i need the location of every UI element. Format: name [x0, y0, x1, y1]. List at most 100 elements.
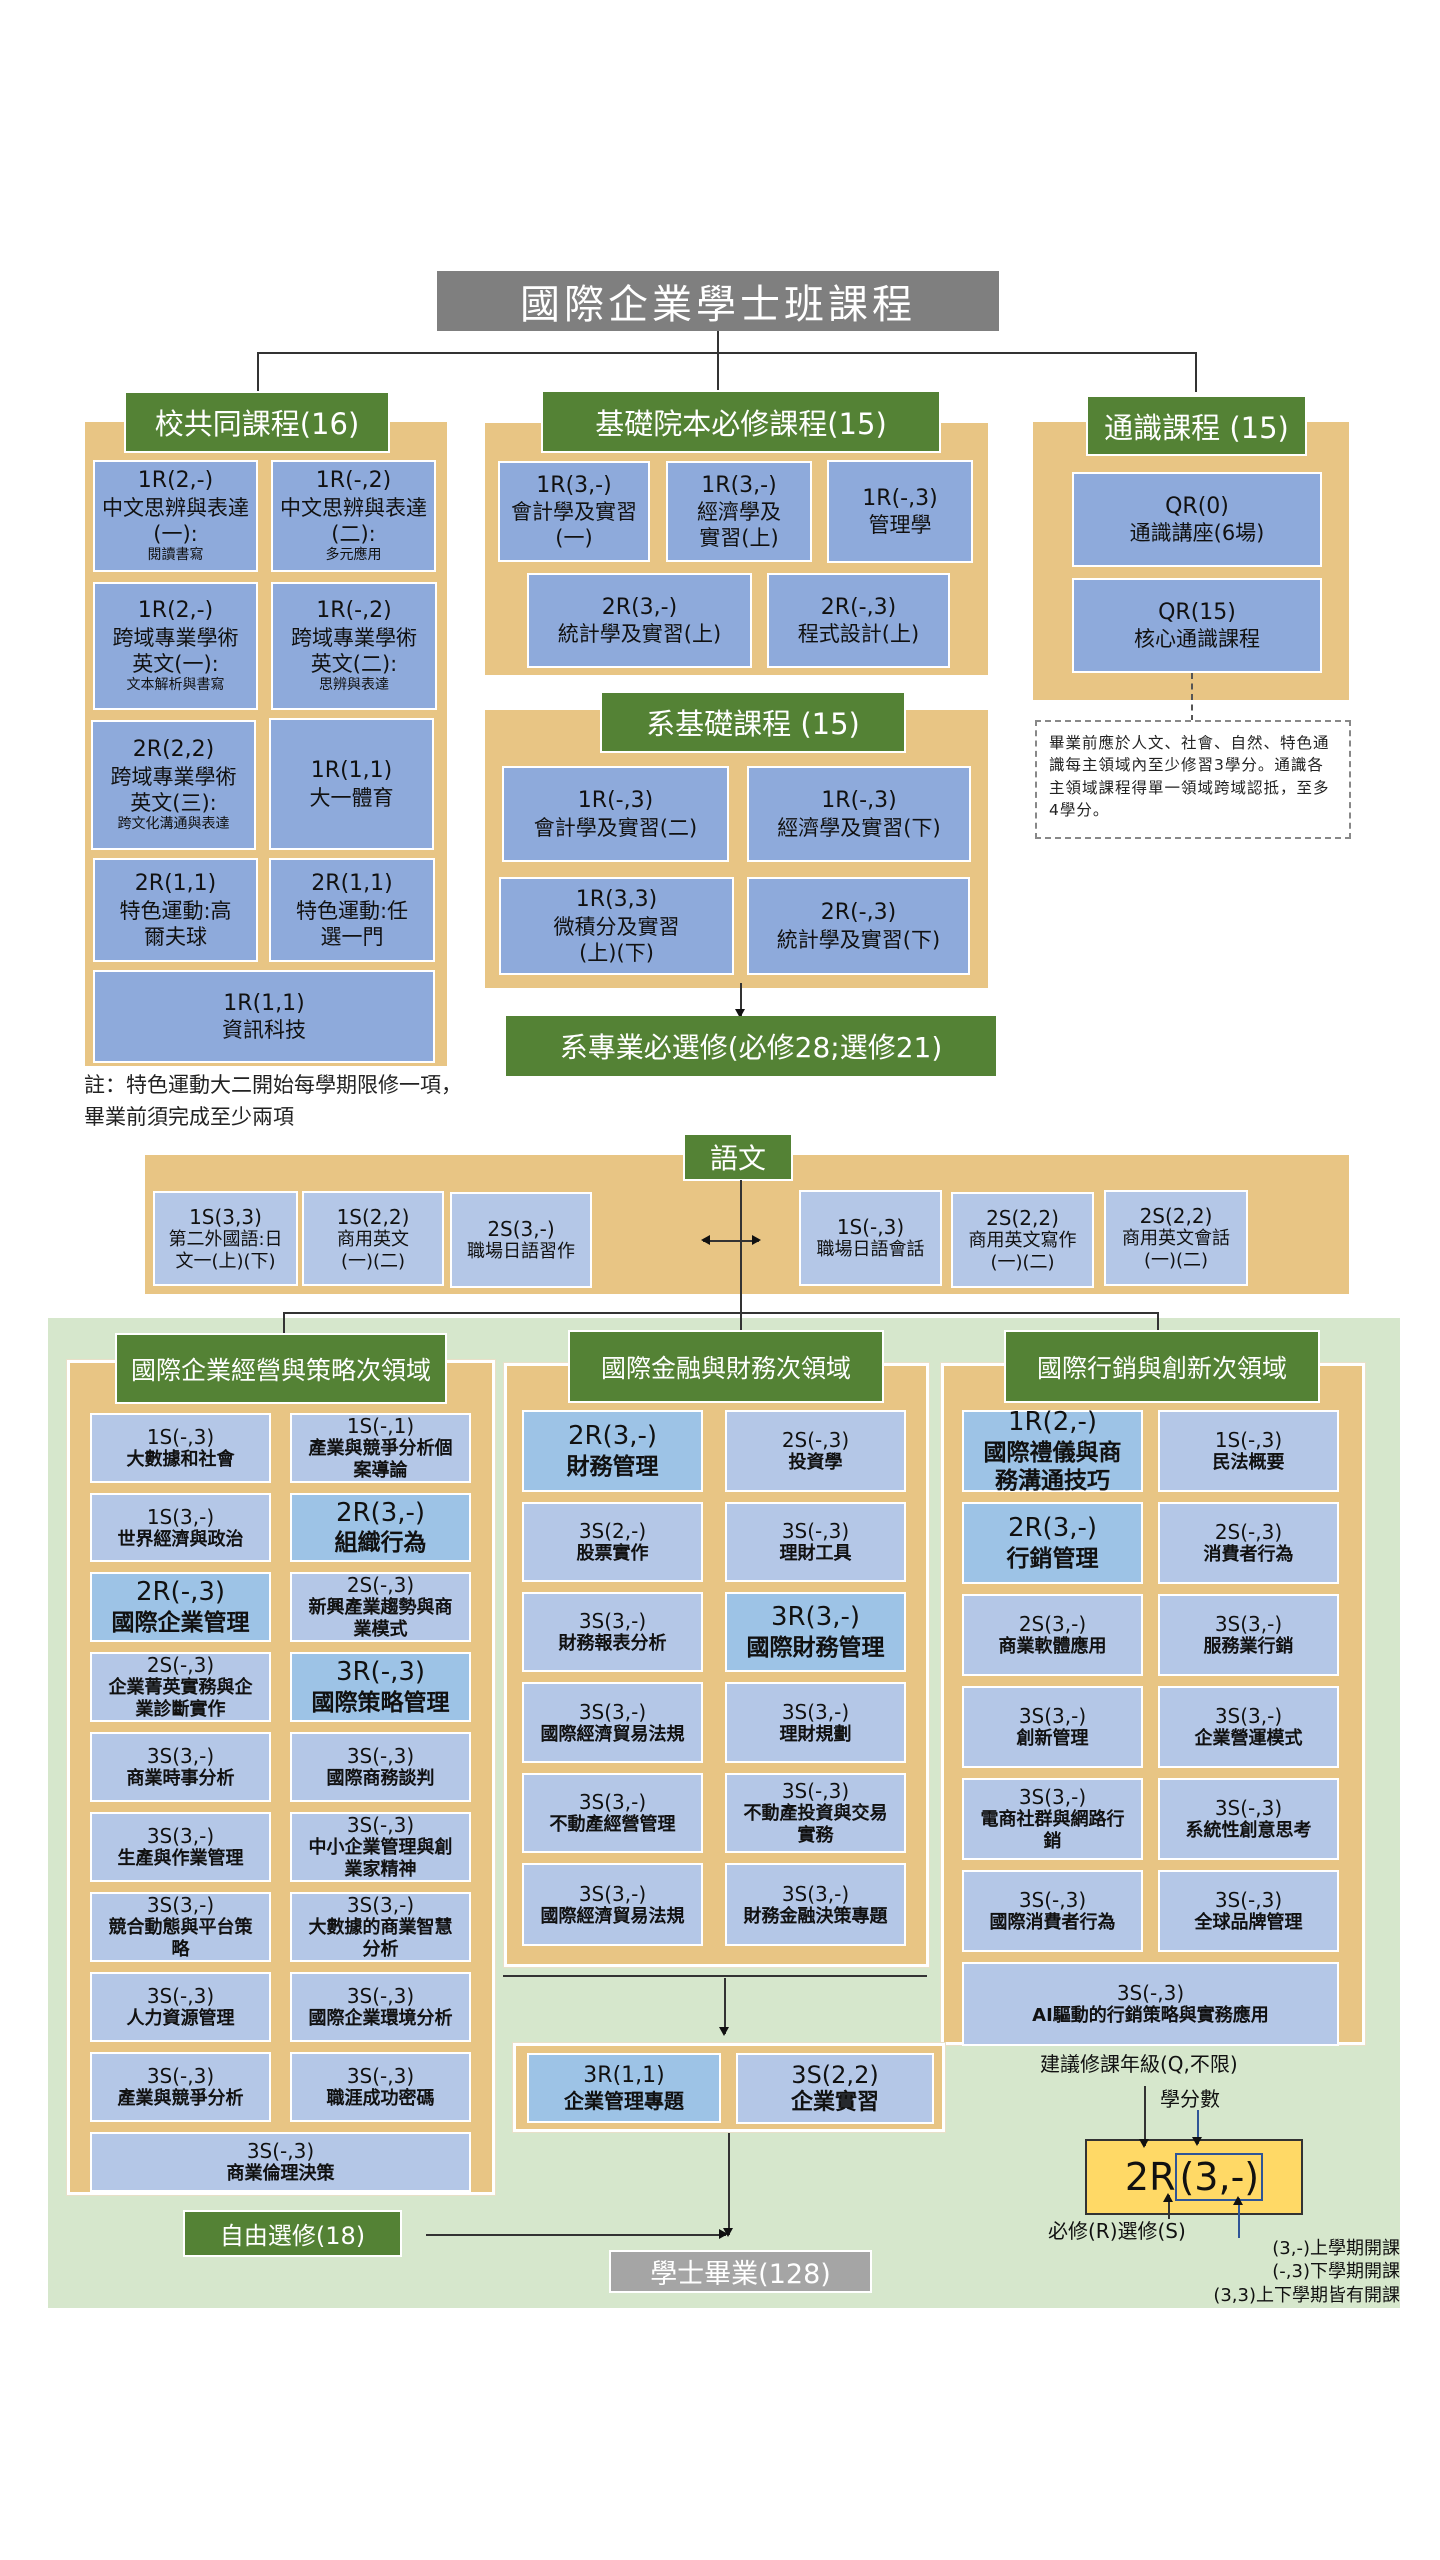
course-name: 統計學及實習(上) — [557, 622, 722, 647]
course-box[interactable]: 3S(-,3)國際企業環境分析 — [290, 1972, 471, 2042]
course-box[interactable]: 3S(3,-)企業營運模式 — [1158, 1686, 1339, 1768]
course-code: 1R(2,-) — [1007, 1407, 1098, 1437]
course-box[interactable]: 3S(3,-)財務報表分析 — [522, 1592, 703, 1672]
course-box[interactable]: 2R(-,3) 統計學及實習(下) — [747, 877, 970, 975]
course-sub: 思辨與表達 — [319, 677, 389, 694]
course-box[interactable]: 3S(3,-)國際經濟貿易法規 — [522, 1863, 703, 1946]
course-box[interactable]: 3S(-,3)系統性創意思考 — [1158, 1778, 1339, 1860]
course-name: 程式設計(上) — [797, 622, 920, 647]
course-box[interactable]: 2S(-,3)投資學 — [725, 1410, 906, 1492]
course-box[interactable]: 1R(1,1) 資訊科技 — [93, 970, 435, 1063]
course-box[interactable]: 3S(-,3)國際商務談判 — [290, 1732, 471, 1802]
course-box[interactable]: QR(15) 核心通識課程 — [1072, 578, 1322, 673]
course-box[interactable]: 3S(3,-)服務業行銷 — [1158, 1594, 1339, 1676]
course-name: 國際商務談判 — [326, 1768, 435, 1790]
course-code: 3S(3,-) — [1018, 1704, 1087, 1729]
course-code: 2R(-,3) — [820, 900, 897, 926]
course-box[interactable]: 1S(2,2) 商用英文(一)(二) — [302, 1191, 444, 1286]
course-box[interactable]: 2S(2,2) 商用英文會話(一)(二) — [1104, 1190, 1248, 1286]
course-box[interactable]: 1R(3,-) 經濟學及實習(上) — [666, 461, 812, 562]
course-box[interactable]: 1R(1,1) 大一體育 — [269, 718, 434, 850]
course-box[interactable]: 1S(3,3) 第二外國語:日文一(上)(下) — [153, 1191, 298, 1286]
course-box[interactable]: 2S(-,3)消費者行為 — [1158, 1502, 1339, 1584]
course-code: 3S(3,-) — [578, 1790, 647, 1815]
course-box[interactable]: 1R(-,2) 中文思辨與表達(二): 多元應用 — [271, 460, 436, 572]
course-box[interactable]: 2R(3,-)組織行為 — [290, 1493, 471, 1562]
course-box[interactable]: 1R(-,3) 會計學及實習(二) — [502, 766, 729, 862]
course-box[interactable]: 1R(-,3) 管理學 — [827, 460, 973, 563]
course-box[interactable]: 3R(1,1) 企業管理專題 — [527, 2053, 721, 2123]
course-box[interactable]: 3R(-,3)國際策略管理 — [290, 1652, 471, 1722]
legend-semester-line: (3,3)上下學期皆有開課 — [1213, 2284, 1400, 2306]
course-box[interactable]: QR(0) 通識講座(6場) — [1072, 472, 1322, 567]
course-box[interactable]: 3S(3,-)財務金融決策專題 — [725, 1863, 906, 1946]
course-box[interactable]: 2R(3,-)行銷管理 — [962, 1502, 1143, 1584]
course-code: 1S(3,3) — [189, 1204, 262, 1229]
course-box[interactable]: 3S(-,3)人力資源管理 — [90, 1972, 271, 2042]
course-code: 1R(2,-) — [137, 468, 214, 494]
course-box[interactable]: 1R(2,-) 中文思辨與表達(一): 閱讀書寫 — [93, 460, 258, 572]
course-box[interactable]: 2R(-,3)國際企業管理 — [90, 1572, 271, 1642]
course-name: 服務業行銷 — [1203, 1636, 1294, 1658]
course-box[interactable]: 3S(3,-)商業時事分析 — [90, 1732, 271, 1802]
course-box[interactable]: 2S(3,-)商業軟體應用 — [962, 1594, 1143, 1676]
course-name: AI驅動的行銷策略與實務應用 — [1032, 2005, 1269, 2027]
course-code: 2S(-,3) — [1214, 1520, 1283, 1545]
course-box[interactable]: 3S(3,-)大數據的商業智慧分析 — [290, 1892, 471, 1962]
page-title: 國際企業學士班課程 — [437, 271, 999, 331]
course-box[interactable]: 2S(-,3)企業菁英實務與企業診斷實作 — [90, 1652, 271, 1722]
course-code: 1R(-,3) — [577, 788, 654, 814]
course-name: 財務管理 — [566, 1453, 659, 1480]
course-box[interactable]: 3S(3,-)創新管理 — [962, 1686, 1143, 1768]
course-name: 第二外國語:日文一(上)(下) — [168, 1228, 283, 1272]
course-box[interactable]: 3S(3,-)生產與作業管理 — [90, 1812, 271, 1882]
course-box[interactable]: 3S(3,-)電商社群與網路行銷 — [962, 1778, 1143, 1860]
arrow — [1139, 2086, 1149, 2148]
course-box[interactable]: 3S(-,3)中小企業管理與創業家精神 — [290, 1812, 471, 1882]
course-box[interactable]: 2R(2,2) 跨域專業學術英文(三): 跨文化溝通與表達 — [91, 720, 256, 850]
course-box[interactable]: 3S(-,3)職涯成功密碼 — [290, 2052, 471, 2122]
course-box[interactable]: 2S(-,3)新興產業趨勢與商業模式 — [290, 1572, 471, 1642]
course-box[interactable]: 3S(-,3)理財工具 — [725, 1502, 906, 1582]
course-box[interactable]: 3S(-,3)產業與競爭分析 — [90, 2052, 271, 2122]
connector — [717, 331, 719, 391]
course-box[interactable]: 1R(3,3) 微積分及實習(上)(下) — [499, 877, 734, 975]
course-box[interactable]: 3S(-,3)商業倫理決策 — [90, 2132, 471, 2192]
course-box[interactable]: 2R(3,-)財務管理 — [522, 1410, 703, 1492]
course-box[interactable]: 1R(3,-) 會計學及實習(一) — [498, 461, 650, 562]
course-box[interactable]: 1S(-,3)民法概要 — [1158, 1410, 1339, 1492]
course-box[interactable]: 2R(3,-) 統計學及實習(上) — [527, 573, 752, 668]
course-box[interactable]: 3S(-,3)AI驅動的行銷策略與實務應用 — [962, 1962, 1339, 2046]
course-name: 系統性創意思考 — [1185, 1820, 1312, 1842]
course-box[interactable]: 2R(1,1) 特色運動:任選一門 — [269, 858, 435, 962]
course-box[interactable]: 1S(-,3) 職場日語會話 — [799, 1190, 942, 1286]
course-box[interactable]: 3S(3,-)國際經濟貿易法規 — [522, 1682, 703, 1763]
course-box[interactable]: 3R(3,-)國際財務管理 — [725, 1592, 906, 1672]
marketing-header: 國際行銷與創新次領域 — [1004, 1330, 1320, 1403]
course-box[interactable]: 2R(-,3) 程式設計(上) — [767, 573, 950, 668]
course-box[interactable]: 1S(-,1)產業與競爭分析個案導論 — [290, 1413, 471, 1483]
course-box[interactable]: 1S(3,-)世界經濟與政治 — [90, 1493, 271, 1562]
legend-credits-label: 學分數 — [1160, 2087, 1220, 2111]
course-box[interactable]: 3S(3,-)理財規劃 — [725, 1682, 906, 1763]
course-box[interactable]: 3S(2,-)股票實作 — [522, 1502, 703, 1582]
course-box[interactable]: 1R(-,2) 跨域專業學術英文(二): 思辨與表達 — [271, 582, 437, 710]
course-box[interactable]: 1R(2,-)國際禮儀與商務溝通技巧 — [962, 1407, 1143, 1494]
course-box[interactable]: 3S(-,3)國際消費者行為 — [962, 1870, 1143, 1952]
course-box[interactable]: 2S(3,-) 職場日語習作 — [450, 1192, 592, 1288]
course-box[interactable]: 3S(-,3)全球品牌管理 — [1158, 1870, 1339, 1952]
course-box[interactable]: 3S(2,2) 企業實習 — [736, 2053, 934, 2124]
course-box[interactable]: 3S(3,-)不動產經營管理 — [522, 1773, 703, 1853]
course-box[interactable]: 1R(-,3) 經濟學及實習(下) — [747, 766, 971, 862]
course-box[interactable]: 1S(-,3)大數據和社會 — [90, 1413, 271, 1483]
course-box[interactable]: 1R(2,-) 跨域專業學術英文(一): 文本解析與書寫 — [93, 582, 258, 710]
course-code: 3S(-,3) — [781, 1519, 850, 1544]
course-name: 股票實作 — [576, 1543, 649, 1565]
course-code: 3S(3,-) — [146, 1744, 215, 1769]
course-box[interactable]: 3S(-,3)不動產投資與交易實務 — [725, 1773, 906, 1853]
course-box[interactable]: 3S(3,-)競合動態與平台策略 — [90, 1892, 271, 1962]
connector — [257, 352, 259, 392]
course-box[interactable]: 2S(2,2) 商用英文寫作(一)(二) — [951, 1192, 1094, 1288]
course-code: 1S(3,-) — [146, 1504, 215, 1529]
course-box[interactable]: 2R(1,1) 特色運動:高爾夫球 — [93, 858, 258, 962]
